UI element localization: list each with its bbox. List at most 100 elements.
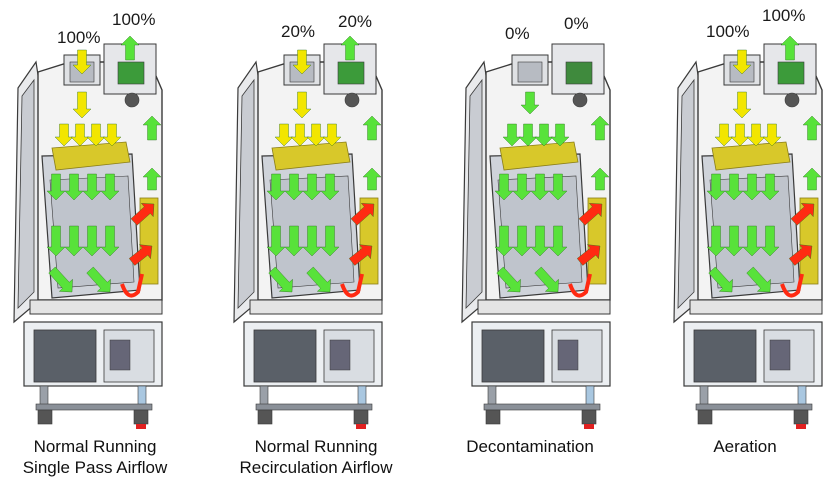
caster-frame — [255, 403, 373, 411]
exhaust-out-arrow — [780, 35, 800, 61]
caster-brake — [356, 424, 366, 429]
supply-hepa-filter — [499, 141, 579, 171]
exhaust-hepa-filter — [139, 197, 159, 285]
chamber-downflow-arrow — [320, 225, 340, 257]
supply-hepa-filter — [711, 141, 791, 171]
intake-arrow — [520, 91, 540, 115]
chamber-downflow-arrow — [548, 225, 568, 257]
exhaust-damper — [777, 61, 805, 85]
exhaust-rise-arrow — [142, 115, 162, 141]
cabinet-panel-1 — [13, 35, 163, 429]
filter-downflow-arrow — [714, 123, 734, 147]
chamber-downflow-arrow — [760, 225, 780, 257]
chamber-downflow-arrow — [724, 225, 744, 257]
filter-downflow-arrow — [550, 123, 570, 147]
cabinet-panel-2 — [233, 35, 383, 429]
chamber-downflow-arrow — [320, 173, 340, 201]
chamber-downflow-arrow — [706, 225, 726, 257]
return-curve — [568, 273, 592, 298]
return-arrow — [576, 244, 601, 266]
exhaust-damper — [565, 61, 593, 85]
chamber-downflow-arrow — [494, 173, 514, 201]
supply-hepa-filter — [271, 141, 351, 171]
chamber-downflow-arrow — [302, 173, 322, 201]
chamber-downflow-arrow — [534, 266, 559, 293]
caption-line1-3: Decontamination — [466, 437, 594, 456]
sash-glass — [465, 78, 483, 309]
filter-downflow-arrow — [502, 123, 522, 147]
intake-percent-label-3: 0% — [505, 24, 530, 43]
filter-downflow-arrow — [54, 123, 74, 147]
exhaust-rise-arrow — [590, 115, 610, 141]
base-door — [693, 329, 757, 383]
exhaust-hepa-filter — [587, 197, 607, 285]
chamber-downflow-arrow — [530, 173, 550, 201]
chamber-downflow-arrow — [724, 173, 744, 201]
intake-percent-label-4: 100% — [706, 22, 750, 41]
return-arrow — [788, 244, 813, 266]
blower-motor — [124, 92, 140, 108]
filter-downflow-arrow — [322, 123, 342, 147]
chamber-downflow-arrow — [760, 173, 780, 201]
filter-downflow-arrow — [306, 123, 326, 147]
chamber-downflow-arrow — [46, 225, 66, 257]
work-surface — [689, 299, 823, 315]
caption-panel-1: Normal Running Single Pass Airflow — [0, 436, 190, 478]
filter-downflow-arrow — [534, 123, 554, 147]
sash-glass — [677, 78, 695, 309]
supply-hepa-filter — [51, 141, 131, 171]
work-surface — [29, 299, 163, 315]
intake-arrow — [732, 91, 752, 119]
chamber-downflow-arrow — [306, 266, 331, 293]
caster-frame — [695, 403, 813, 411]
chamber-downflow-arrow — [708, 266, 733, 293]
return-arrow — [350, 203, 375, 226]
chamber-downflow-arrow — [268, 266, 293, 293]
caster-left — [697, 409, 713, 425]
return-curve — [780, 273, 804, 298]
caption-panel-2: Normal Running Recirculation Airflow — [216, 436, 416, 478]
blower-motor — [572, 92, 588, 108]
exhaust-percent-label-3: 0% — [564, 14, 589, 33]
filter-downflow-arrow — [70, 123, 90, 147]
intake-arrow — [292, 49, 312, 75]
controls — [557, 339, 579, 371]
exhaust-rise-arrow — [362, 115, 382, 141]
chamber-downflow-arrow — [64, 173, 84, 201]
cabinet-panel-3 — [461, 43, 611, 429]
chamber-downflow-arrow — [742, 225, 762, 257]
exhaust-hepa-filter — [359, 197, 379, 285]
chamber-downflow-arrow — [82, 225, 102, 257]
filter-downflow-arrow — [290, 123, 310, 147]
filter-downflow-arrow — [746, 123, 766, 147]
chamber-downflow-arrow — [86, 266, 111, 293]
caster-left — [37, 409, 53, 425]
chamber-downflow-arrow — [302, 225, 322, 257]
caption-line1-1: Normal Running — [33, 437, 157, 456]
return-arrow — [578, 203, 603, 226]
sash-glass — [237, 78, 255, 309]
exhaust-percent-label-1: 100% — [112, 10, 156, 29]
exhaust-hepa-filter — [799, 197, 819, 285]
intake-arrow — [292, 91, 312, 119]
filter-downflow-arrow — [274, 123, 294, 147]
chamber-downflow-arrow — [284, 173, 304, 201]
caption-line2-1: Single Pass Airflow — [22, 458, 168, 477]
caster-frame — [35, 403, 153, 411]
return-arrow — [348, 244, 373, 266]
chamber-downflow-arrow — [530, 225, 550, 257]
caption-line1-4: Aeration — [713, 437, 777, 456]
caster-right — [793, 409, 809, 425]
chamber-downflow-arrow — [512, 173, 532, 201]
intake-arrow — [72, 91, 92, 119]
chamber-downflow-arrow — [746, 266, 771, 293]
chamber-downflow-arrow — [548, 173, 568, 201]
chamber-downflow-arrow — [266, 173, 286, 201]
caption-panel-4: Aeration — [655, 436, 835, 457]
return-arrow — [790, 203, 815, 226]
exhaust-out-arrow — [120, 35, 140, 61]
base-door — [33, 329, 97, 383]
caster-right — [353, 409, 369, 425]
chamber-downflow-arrow — [100, 225, 120, 257]
